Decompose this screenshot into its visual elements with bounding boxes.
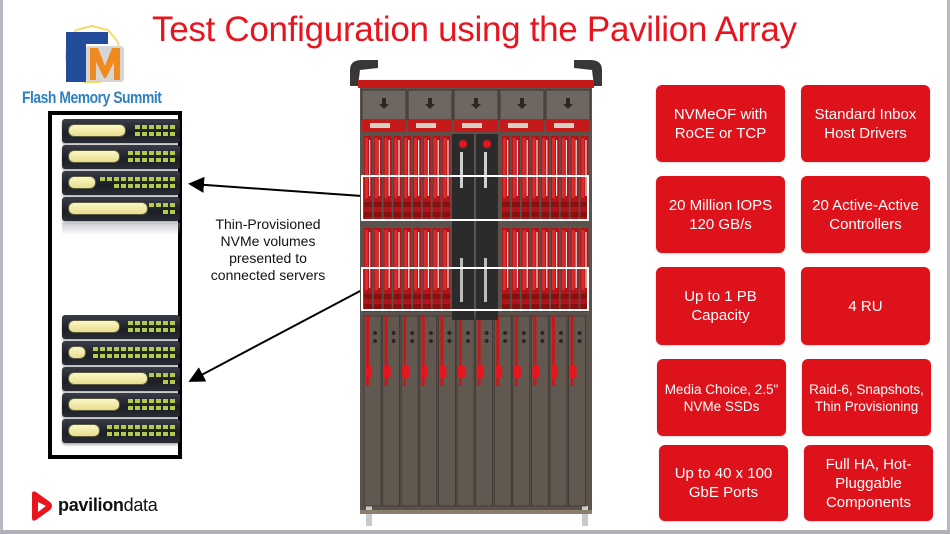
feature-tile-raid: Raid-6, Snapshots, Thin Provisioning <box>802 359 931 436</box>
feature-tile-inbox-drivers: Standard Inbox Host Drivers <box>801 85 930 162</box>
slide-edge-bottom <box>0 530 950 534</box>
feature-line: Thin Provisioning <box>814 398 919 414</box>
feature-line: NVMeOF with <box>673 105 768 123</box>
server-2 <box>62 145 180 169</box>
arrow-upper-icon <box>188 176 363 197</box>
server-7 <box>62 367 180 391</box>
connected-servers-group <box>48 111 182 459</box>
flash-memory-summit-text: Flash Memory Summit <box>22 88 162 107</box>
feature-line: 20 Million IOPS <box>668 196 773 214</box>
callout-line: NVMe volumes <box>220 233 316 249</box>
feature-line: Controllers <box>829 215 902 233</box>
pavilion-data-wordmark: paviliondata <box>58 495 158 516</box>
pavilion-wordmark-light: data <box>123 495 158 515</box>
feature-line: GbE Ports <box>688 484 759 501</box>
feature-line: Up to 1 PB <box>684 288 757 305</box>
callout-line: connected servers <box>210 267 326 283</box>
server-5 <box>62 315 180 339</box>
feature-tile-nvmeof: NVMeOF with RoCE or TCP <box>656 85 785 162</box>
server-reflection <box>62 223 180 235</box>
flash-memory-summit-logo-icon <box>64 24 124 83</box>
feature-line: Capacity <box>691 307 750 324</box>
server-4 <box>62 197 180 221</box>
feature-line: Host Drivers <box>824 124 907 142</box>
pavilion-wordmark-bold: pavilion <box>58 495 124 515</box>
feature-tile-ha: Full HA, Hot- Pluggable Components <box>804 445 933 521</box>
feature-line: NVMe SSDs <box>683 398 760 414</box>
server-8 <box>62 393 180 417</box>
feature-tile-capacity: Up to 1 PB Capacity <box>656 267 785 345</box>
arrow-lower-icon <box>188 289 363 382</box>
feature-tile-controllers: 20 Active-Active Controllers <box>801 176 930 253</box>
callout-line: presented to <box>229 250 307 266</box>
server-3 <box>62 171 180 195</box>
feature-tile-iops: 20 Million IOPS 120 GB/s <box>656 176 785 253</box>
slide-title: Test Configuration using the Pavilion Ar… <box>152 10 797 49</box>
feature-tile-rack-units: 4 RU <box>801 267 930 345</box>
server-1 <box>62 119 180 143</box>
feature-line: Standard Inbox <box>814 105 917 123</box>
pavilion-data-logo-icon <box>32 491 52 521</box>
feature-line: Media Choice, 2.5" <box>664 381 779 397</box>
feature-line: 4 RU <box>848 297 883 315</box>
thin-provisioned-callout: Thin-Provisioned NVMe volumes presented … <box>198 216 338 284</box>
feature-line: Components <box>825 493 912 511</box>
feature-line: RoCE or TCP <box>674 124 767 142</box>
feature-line: Up to 40 x 100 <box>674 465 773 482</box>
pavilion-array-chassis-icon <box>350 60 602 526</box>
feature-line: Raid-6, Snapshots, <box>809 381 924 397</box>
feature-line: 120 GB/s <box>689 215 752 233</box>
feature-line: Pluggable <box>835 474 902 492</box>
feature-line: Full HA, Hot- <box>825 455 912 473</box>
feature-tile-ports: Up to 40 x 100 GbE Ports <box>659 445 788 521</box>
callout-line: Thin-Provisioned <box>215 216 321 232</box>
slide-edge-right <box>947 0 950 534</box>
server-6 <box>62 341 180 365</box>
server-9 <box>62 419 180 443</box>
feature-line: 20 Active-Active <box>812 196 919 214</box>
slide-edge-left <box>0 0 3 534</box>
feature-tile-media: Media Choice, 2.5" NVMe SSDs <box>657 359 786 436</box>
